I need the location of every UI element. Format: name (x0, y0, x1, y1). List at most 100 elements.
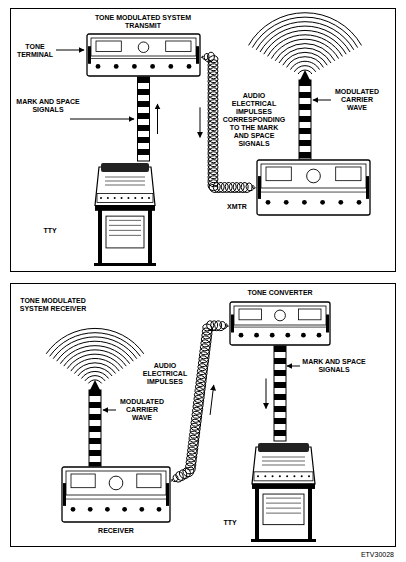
key (141, 197, 143, 199)
meter-window (336, 167, 361, 181)
panel-frame: TONE MODULATED SYSTEM TRANSMITTONE TERMI… (10, 8, 396, 272)
tuning-dial (109, 476, 123, 490)
paper-slot (262, 457, 305, 458)
signal-label: AUDIO ELECTRICAL IMPULSES (140, 362, 190, 386)
key (257, 475, 259, 477)
radio-wave (260, 26, 350, 52)
stand-foot (251, 539, 316, 542)
radio-wave (279, 48, 331, 63)
key (107, 197, 109, 199)
leader-arrow (287, 366, 300, 367)
keyboard (97, 194, 153, 203)
stand-panel (106, 216, 144, 248)
control-knob (302, 200, 307, 205)
control-knob (285, 333, 290, 338)
handle (88, 46, 91, 64)
stand-top (252, 484, 315, 489)
figure-number: ETV30028 (340, 551, 394, 559)
front-panel (91, 38, 196, 56)
control-knob (239, 333, 244, 338)
control-knob (96, 64, 101, 69)
control-knob (284, 200, 289, 205)
panel-frame: TONE MODULATED SYSTEM RECEIVER TONE CONVE… (10, 283, 396, 547)
equipment-label: TONE CONVERTER (229, 289, 331, 297)
paper-slot (105, 177, 145, 178)
transmitter: XMTR (256, 159, 371, 216)
printer-cover (101, 163, 149, 172)
paper-slot (262, 465, 305, 466)
handle (231, 315, 234, 333)
control-knob (301, 333, 306, 338)
radio-wave (81, 371, 108, 378)
key (301, 475, 303, 477)
stand-leg (148, 206, 152, 265)
radio-wave (298, 70, 312, 74)
tuning-dial (307, 169, 321, 183)
equipment-case (62, 467, 170, 522)
control-knob (132, 64, 137, 69)
radio-wave (283, 52, 327, 65)
equipment-label: TONE TERMINAL (15, 43, 55, 59)
control-knob (270, 333, 275, 338)
carrier-bar (299, 80, 311, 159)
equipment-case (230, 302, 330, 345)
panel-heading: TONE MODULATED SYSTEM RECEIVER (19, 297, 87, 313)
radio-wave (64, 350, 126, 366)
radio-wave (294, 66, 315, 72)
radio-wave (60, 346, 129, 364)
meter-window (137, 474, 161, 488)
meter-window (266, 167, 291, 181)
tuning-dial (138, 42, 149, 53)
printer-body (95, 167, 155, 206)
radio-wave (53, 337, 137, 359)
keyboard (254, 472, 313, 481)
tuning-dial (275, 310, 286, 321)
radio-wave (268, 35, 343, 57)
grille-line (109, 225, 141, 226)
bar-stripe (299, 92, 311, 98)
bar-stripe (138, 101, 150, 107)
bar-stripe (299, 140, 311, 146)
receiver: RECEIVER (61, 466, 171, 523)
control-knob (338, 200, 343, 205)
radio-wave (74, 363, 115, 374)
antenna-mast (300, 70, 310, 80)
grille-line (109, 220, 141, 221)
bar-stripe (299, 116, 311, 122)
bar-stripe (274, 382, 286, 388)
radio-wave (252, 17, 357, 47)
key (293, 475, 295, 477)
callout-label: MODULATED CARRIER WAVE (333, 88, 381, 112)
bar-stripe (299, 104, 311, 110)
grille-line (266, 503, 301, 504)
equipment-drawing (86, 33, 201, 77)
bar-stripe (274, 430, 286, 436)
grille-line (109, 230, 141, 231)
handle (196, 46, 199, 64)
radio-wave (46, 328, 144, 353)
signal-bar (138, 77, 150, 161)
key (308, 475, 310, 477)
leader-arrow (103, 410, 116, 411)
meter-window (96, 41, 121, 52)
signal-bar (274, 346, 286, 441)
key (272, 475, 274, 477)
front-panel (234, 306, 326, 325)
bar-stripe (138, 89, 150, 95)
key (121, 197, 123, 199)
handle (326, 315, 329, 333)
radio-wave (57, 341, 134, 361)
bar-stripe (274, 406, 286, 412)
key (264, 475, 266, 477)
bar-stripe (89, 462, 101, 466)
control-knob (254, 333, 259, 338)
radio-wave (67, 354, 122, 368)
panel-line (91, 58, 196, 59)
grille-line (266, 513, 301, 514)
radio-wave (85, 376, 105, 381)
equipment-drawing (61, 466, 171, 523)
leader-arrow (313, 100, 331, 101)
tone-converter: TONE CONVERTER (229, 301, 331, 346)
stand-leg (308, 484, 312, 541)
